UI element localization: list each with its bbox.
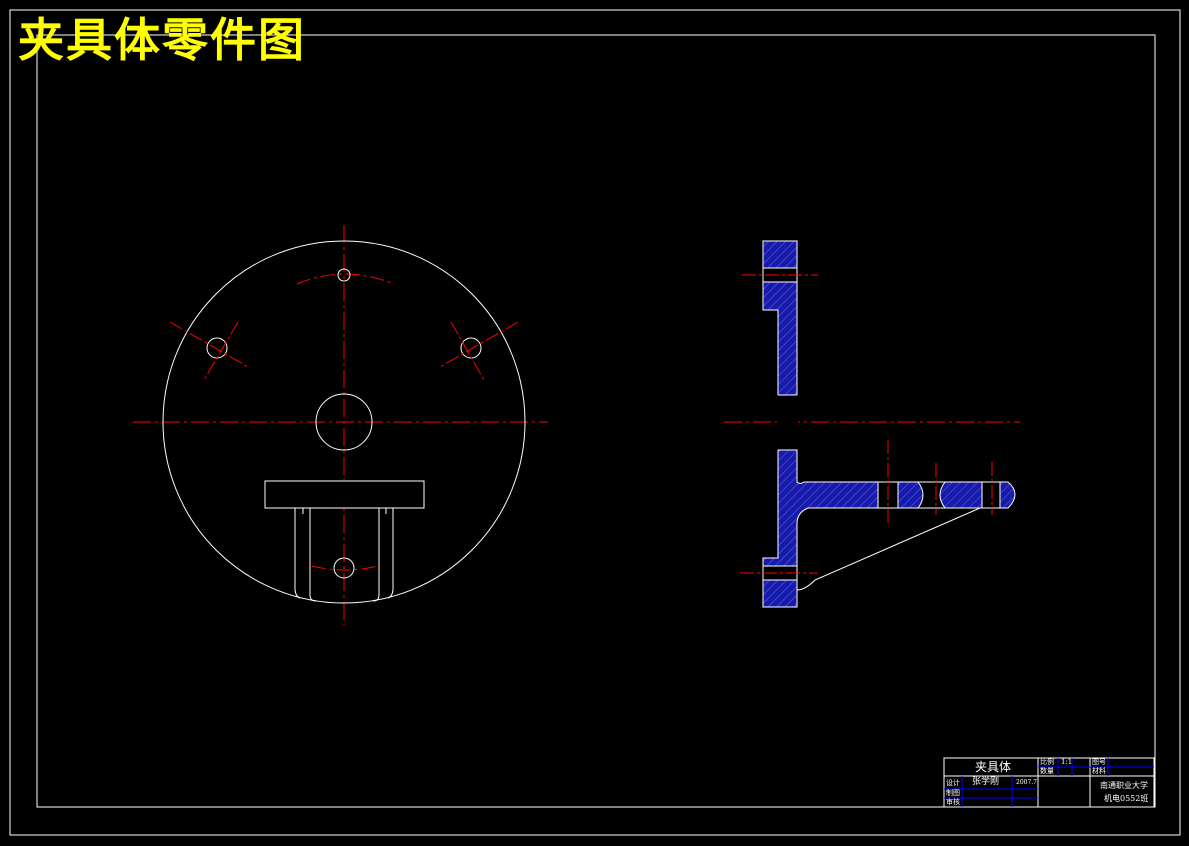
rib-left-outer	[294, 508, 301, 599]
bolt-hole-top	[337, 268, 351, 282]
outer-border	[9, 9, 1181, 836]
bore-gap	[777, 395, 798, 450]
support-plate	[264, 480, 425, 509]
tb-designer-label: 设计	[946, 779, 960, 787]
tb-designer-name: 张学刚	[972, 777, 1000, 787]
tb-scale-label: 比例	[1040, 758, 1054, 766]
tb-drafter-label: 制图	[946, 789, 960, 797]
title-block-grid	[943, 757, 1155, 808]
arm-hole-3	[981, 481, 1001, 509]
bolt-hole-right	[460, 337, 482, 359]
front-view	[133, 225, 548, 625]
tb-drawing-no-label: 图号	[1092, 758, 1106, 766]
rib-right-outer	[387, 508, 394, 599]
hole-left-cl-2	[203, 321, 239, 381]
page-title: 夹具体零件图	[18, 13, 306, 67]
arm-hole-2	[916, 481, 947, 509]
hole-right-cl-2	[450, 321, 485, 381]
tb-quantity-label: 数量	[1040, 767, 1054, 775]
flange-section-lower	[762, 449, 1016, 608]
gusset-outline	[796, 507, 981, 591]
center-bore	[315, 393, 373, 451]
tb-school: 南通职业大学	[1100, 781, 1148, 790]
rib-right-inner	[372, 508, 380, 602]
hole-left-cl-1	[169, 321, 249, 368]
tb-material-label: 材料	[1092, 767, 1106, 775]
rib-left-inner	[309, 508, 317, 602]
tb-reviewer-label: 审核	[946, 798, 960, 806]
tb-design-date: 2007.7	[1016, 779, 1037, 786]
side-section-view	[724, 240, 1020, 608]
flange-outer-circle	[162, 240, 526, 604]
tb-class: 机电0552班	[1104, 794, 1149, 803]
tb-scale-value: 1:1	[1061, 758, 1073, 766]
hole-right-cl-1	[439, 321, 519, 368]
bolt-hole-bottom	[333, 557, 355, 579]
bolt-circle-arc-top	[296, 273, 395, 285]
bolt-hole-left	[206, 337, 228, 359]
bolt-circle-arc-bottom	[311, 565, 379, 571]
tb-part-name: 夹具体	[975, 760, 1012, 774]
inner-border	[36, 34, 1156, 808]
